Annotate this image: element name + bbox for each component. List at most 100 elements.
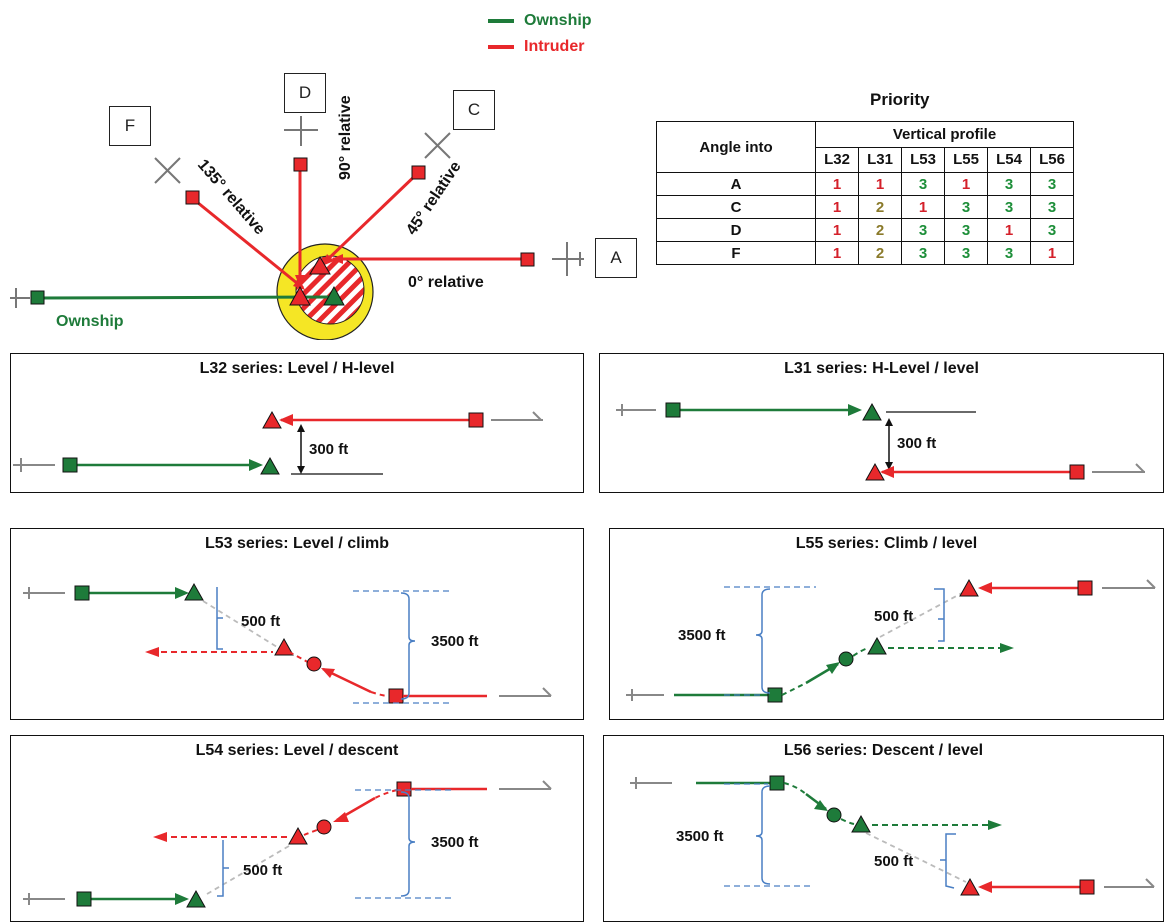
table-cell: 3: [1030, 218, 1074, 242]
aircraft-icon-45deg: [424, 132, 451, 159]
angle-label-135deg: 135° relative: [194, 156, 268, 238]
col-header: L54: [987, 146, 1031, 173]
ownship-square: [767, 687, 783, 703]
panel-l53: L53 series: Level / climb 500 ft 3500 ft: [10, 528, 584, 720]
panel-title: L55 series: Climb / level: [795, 535, 978, 552]
panel-title: L56 series: Descent / level: [783, 742, 984, 759]
panel-l55: L55 series: Climb / level 500 ft 3500 ft: [609, 528, 1164, 720]
table-cell: 2: [858, 195, 902, 219]
panel-title: L32 series: Level / H-level: [199, 360, 395, 377]
aircraft-icon-135deg: [154, 157, 181, 184]
table-cell: 2: [858, 241, 902, 265]
table-cell: 3: [901, 172, 945, 196]
separation-small-label: 500 ft: [874, 853, 913, 870]
ownship-triangle: [862, 402, 882, 421]
ownship-triangle: [184, 582, 204, 601]
ownship-path: [37, 295, 331, 300]
ownship-square: [76, 891, 92, 907]
intruder-square: [1077, 580, 1093, 596]
intruder-square: [1069, 464, 1085, 480]
separation-small-label: 500 ft: [241, 613, 280, 630]
panel-l55-diagram: 500 ft 3500 ft: [626, 578, 1156, 703]
intruder-triangle: [288, 826, 308, 845]
table-row: C 1 2 1 3 3 3: [656, 195, 1074, 219]
ownship-label: Ownship: [56, 313, 124, 330]
ownship-triangle: [186, 889, 206, 908]
aircraft-icon: [626, 689, 664, 701]
row-label: A: [656, 172, 816, 196]
intruder-maneuver-circle: [316, 819, 332, 835]
panel-title: L53 series: Level / climb: [204, 535, 390, 552]
intruder-triangle: [262, 410, 282, 429]
panel-l32: L32 series: Level / H-level 300 ft: [10, 353, 584, 493]
ownship-maneuver-circle: [826, 807, 842, 823]
encounter-geometry-diagram: 0° relative 45° relative 90° relative 13…: [10, 95, 584, 340]
table-cell: 1: [858, 172, 902, 196]
intruder-triangle: [274, 637, 294, 656]
aircraft-icon: [1092, 463, 1145, 473]
table-cell: 1: [944, 172, 988, 196]
separation-large-label: 3500 ft: [431, 834, 479, 851]
row-label: F: [656, 241, 816, 265]
aircraft-icon-ownship: [10, 288, 30, 308]
table-cell: 3: [987, 172, 1031, 196]
ownship-square: [62, 457, 78, 473]
row-header: Angle into: [656, 121, 816, 173]
panel-l31: L31 series: H-Level / level 300 ft: [599, 353, 1164, 493]
table-row: D 1 2 3 3 1 3: [656, 218, 1074, 242]
priority-title: Priority: [870, 90, 930, 109]
panel-l54-diagram: 500 ft 3500 ft: [23, 780, 552, 908]
intruder-path-135deg: [191, 196, 304, 290]
legend-ownship-label: Ownship: [524, 12, 592, 29]
col-header: L55: [944, 146, 988, 173]
table-cell: 3: [987, 241, 1031, 265]
table-cell: 3: [1030, 195, 1074, 219]
panel-l53-diagram: 500 ft 3500 ft: [23, 582, 552, 704]
arrowhead-135deg: [293, 278, 305, 290]
ownship-maneuver-circle: [838, 651, 854, 667]
col-header: L31: [858, 146, 902, 173]
aircraft-icon: [616, 404, 656, 416]
aircraft-icon: [1104, 878, 1155, 888]
table-cell: 1: [815, 195, 859, 219]
table-cell: 1: [987, 218, 1031, 242]
direction-box-f: F: [109, 106, 151, 146]
aircraft-icon: [23, 893, 65, 905]
intruder-start-0deg: [520, 252, 535, 267]
intruder-triangle-lower: [289, 285, 311, 306]
table-cell: 1: [1030, 241, 1074, 265]
separation-small-label: 500 ft: [874, 608, 913, 625]
table-cell: 3: [901, 241, 945, 265]
table-cell: 1: [815, 218, 859, 242]
aircraft-icon: [499, 780, 552, 790]
aircraft-icon-0deg: [552, 242, 584, 276]
ownship-square: [769, 775, 785, 791]
separation-label: 300 ft: [897, 435, 936, 452]
aircraft-icon-90deg: [284, 116, 318, 146]
intruder-triangle: [959, 578, 979, 597]
separation-small-label: 500 ft: [243, 862, 282, 879]
separation-label: 300 ft: [309, 441, 348, 458]
intruder-swatch: [488, 45, 514, 49]
table-cell: 3: [987, 195, 1031, 219]
inner-zone-circle: [295, 255, 365, 325]
ownship-start-square: [30, 290, 45, 305]
intruder-path-45deg: [323, 170, 421, 264]
ownship-swatch: [488, 19, 514, 23]
table-cell: 1: [815, 172, 859, 196]
arrowhead-45deg: [322, 254, 334, 266]
column-header-row: L32 L31 L53 L55 L54 L56: [657, 146, 1074, 173]
table-header-row: Angle into Vertical profile: [656, 121, 1074, 173]
legend-intruder-label: Intruder: [524, 38, 585, 55]
panel-l31-diagram: 300 ft: [616, 402, 1145, 481]
group-header: Vertical profile: [815, 121, 1074, 148]
ownship-triangle: [867, 636, 887, 655]
separation-large-label: 3500 ft: [678, 627, 726, 644]
arrowhead-0deg: [331, 254, 343, 264]
direction-box-a: A: [595, 238, 637, 278]
angle-label-90deg: 90° relative: [337, 95, 354, 180]
panel-title: L31 series: H-Level / level: [784, 360, 979, 377]
intruder-square: [468, 412, 484, 428]
legend: Ownship Intruder: [488, 8, 648, 60]
panel-l56-diagram: 500 ft 3500 ft: [630, 775, 1155, 896]
